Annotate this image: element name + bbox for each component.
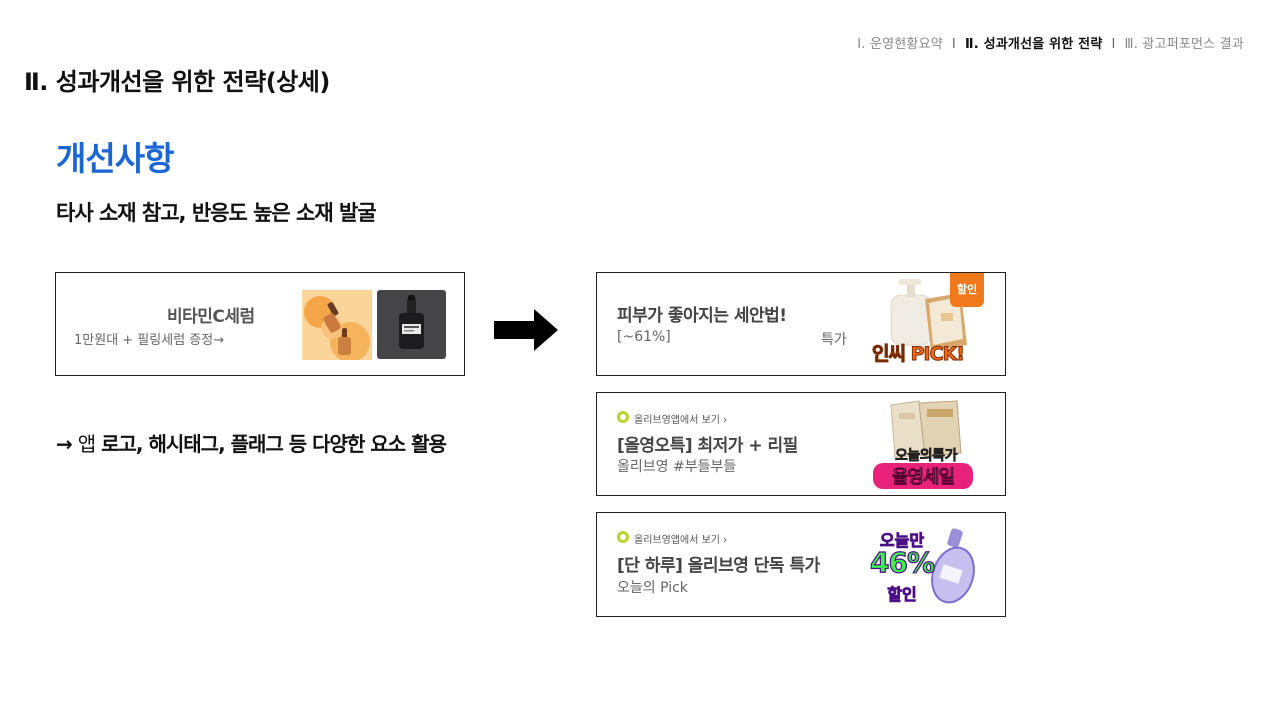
banner-title: [올영오특] 최저가 + 리필: [617, 436, 798, 456]
promo-flag-main: 46%: [869, 545, 935, 579]
promo-flag: 인씨 PICK!: [872, 343, 966, 366]
banner-discount: [~61%]: [617, 329, 671, 345]
serum-orange-product-image: [302, 290, 372, 360]
discount-badge-label: 할인: [956, 283, 978, 296]
cleanser-product-image: [890, 279, 967, 351]
note-arrow: →: [56, 432, 73, 456]
banner-tag: 특가: [821, 332, 847, 348]
nav-separator: I: [1111, 37, 1116, 52]
promo-flag-top: 오늘의특가: [895, 448, 958, 465]
nav-item-strategy[interactable]: Ⅱ. 성과개선을 위한 전략: [964, 37, 1103, 52]
banner-subtitle: 1만원대 + 필링세럼 증정→: [74, 333, 225, 348]
note-text: 로고, 해시태그, 플래그 등 다양한 요소 활용: [101, 432, 447, 456]
banner-title: 비타민C세럼: [167, 307, 255, 327]
section-title: 개선사항: [56, 139, 174, 178]
note-app-label: 앱: [77, 432, 96, 456]
refill-pouch-product-image: [890, 400, 962, 458]
serum-black-product-image: [377, 290, 446, 359]
after-ad-banner-2[interactable]: 올리브영앱에서 보기 › [올영오특] 최저가 + 리필 올리브영 #부들부들 …: [596, 392, 1006, 496]
after-ad-banner-3[interactable]: 올리브영앱에서 보기 › [단 하루] 올리브영 단독 특가 오늘의 Pick …: [596, 512, 1006, 617]
page-title: Ⅱ. 성과개선을 위한 전략(상세): [24, 68, 330, 96]
section-nav: Ⅰ. 운영현황요약 I Ⅱ. 성과개선을 위한 전략 I Ⅲ. 광고퍼포먼스 결과: [857, 33, 1244, 52]
app-link[interactable]: 올리브영앱에서 보기 ›: [634, 535, 728, 546]
promo-flag-main: 올영세일: [873, 463, 973, 489]
ampoule-product-image: [931, 528, 975, 604]
app-link[interactable]: 올리브영앱에서 보기 ›: [634, 415, 728, 426]
promo-flag-top: 오늘만: [879, 531, 925, 551]
banner-title: 피부가 좋아지는 세안법!: [617, 306, 787, 326]
promo-flag-bottom: 할인: [887, 585, 917, 605]
banner-subtitle: 올리브영 #부들부들: [617, 459, 737, 475]
before-ad-banner[interactable]: 비타민C세럼 1만원대 + 필링세럼 증정→: [55, 272, 465, 376]
nav-separator: I: [951, 37, 956, 52]
banner-subtitle: 오늘의 Pick: [617, 580, 688, 596]
section-subtitle: 타사 소재 참고, 반응도 높은 소재 발굴: [56, 201, 377, 225]
discount-badge: 할인: [950, 273, 984, 307]
right-arrow-icon: [494, 309, 558, 351]
oliveyoung-logo-icon: [617, 531, 629, 543]
nav-item-results[interactable]: Ⅲ. 광고퍼포먼스 결과: [1124, 37, 1244, 52]
banner-title: [단 하루] 올리브영 단독 특가: [617, 556, 820, 576]
strategy-note: → 앱 로고, 해시태그, 플래그 등 다양한 요소 활용: [56, 428, 447, 457]
nav-item-summary[interactable]: Ⅰ. 운영현황요약: [857, 37, 943, 52]
after-ad-banner-1[interactable]: 피부가 좋아지는 세안법! [~61%] 특가 할인 인씨 PICK!: [596, 272, 1006, 376]
oliveyoung-logo-icon: [617, 411, 629, 423]
